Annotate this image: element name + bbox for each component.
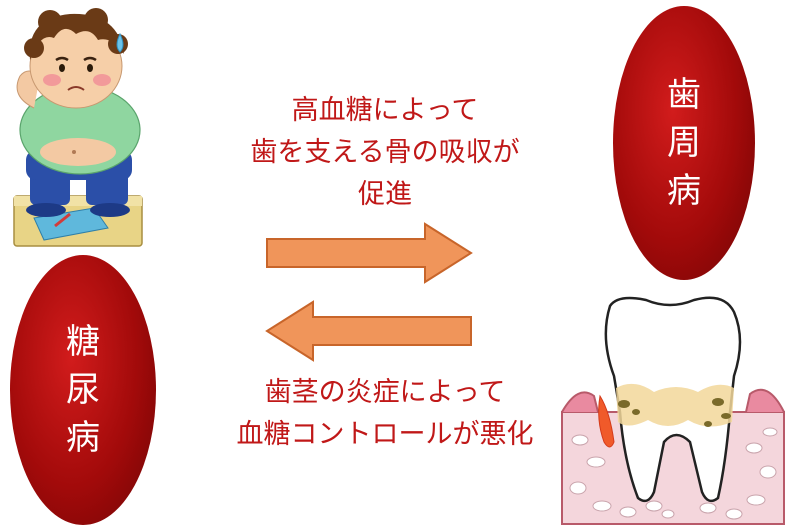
- top-message-line-3: 促進: [358, 179, 412, 210]
- periodontal-char-3: 病: [667, 171, 701, 211]
- bottom-message-line-2: 血糖コントロールが悪化: [236, 419, 534, 450]
- bottom-message-line-1: 歯茎の炎症によって: [264, 377, 506, 408]
- top-message: 高血糖によって 歯を支える骨の吸収が 促進: [190, 90, 580, 216]
- right-arrow: [265, 222, 475, 284]
- periodontal-disease-oval: 歯 周 病: [613, 6, 755, 280]
- diabetes-oval: 糖 尿 病: [10, 255, 156, 525]
- diabetes-char-3: 病: [66, 418, 100, 458]
- top-message-line-1: 高血糖によって: [291, 95, 479, 126]
- periodontal-char-2: 周: [667, 123, 701, 163]
- top-message-line-2: 歯を支える骨の吸収が: [250, 137, 520, 168]
- diabetes-char-1: 糖: [66, 322, 100, 362]
- diseased-tooth-illustration: [558, 292, 790, 528]
- periodontal-char-1: 歯: [667, 75, 701, 115]
- left-arrow: [263, 300, 473, 362]
- person-on-scale-illustration: [0, 0, 160, 250]
- bottom-message: 歯茎の炎症によって 血糖コントロールが悪化: [180, 372, 590, 456]
- diabetes-char-2: 尿: [66, 370, 100, 410]
